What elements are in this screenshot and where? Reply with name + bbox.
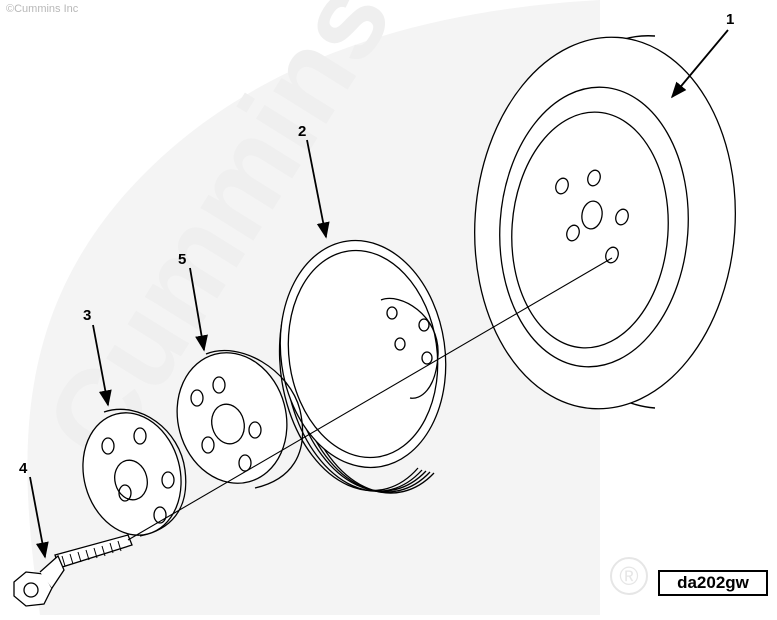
callout-label-2: 2 [298, 123, 306, 140]
callout-arrow-2 [306, 139, 330, 239]
callout-label-3: 3 [83, 307, 91, 324]
registered-circle [610, 557, 648, 595]
callout-arrows [29, 29, 729, 559]
part-4-capscrew [13, 534, 133, 607]
assembly-axis-line [127, 257, 613, 541]
part-5-spacer [176, 349, 304, 489]
copyright-notice: ©Cummins Inc [6, 3, 79, 15]
callout-label-4: 4 [19, 460, 28, 477]
callout-arrow-1 [670, 29, 729, 99]
part-2-crankshaft-pulley [278, 239, 447, 494]
registered-mark: ® [619, 561, 638, 591]
callout-arrow-4 [29, 476, 49, 559]
callout-label-5: 5 [178, 251, 186, 268]
callout-label-1: 1 [726, 11, 734, 28]
callout-arrow-5 [189, 267, 208, 352]
part-1-vibration-damper [474, 35, 736, 410]
drawing-code-label: da202gw [658, 570, 768, 596]
part-3-washer-plate [82, 408, 187, 537]
callout-arrow-3 [92, 324, 112, 407]
